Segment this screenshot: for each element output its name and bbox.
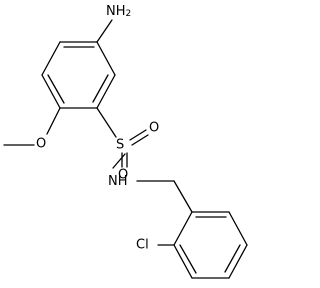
double-bond <box>47 74 65 104</box>
sulfonyl-oxygen-label: O <box>118 168 128 183</box>
double-bond <box>129 129 147 141</box>
upper-benzene-ring <box>41 41 116 109</box>
chlorine-label: Cl <box>136 238 149 253</box>
bond <box>173 244 193 279</box>
methoxy-group: O <box>3 107 61 152</box>
amino-nitrogen-label: NH2 <box>106 4 131 20</box>
bond <box>112 153 126 169</box>
double-bond <box>224 244 241 273</box>
bond <box>173 180 193 213</box>
lower-benzene-ring <box>173 211 248 279</box>
double-bond <box>131 134 149 146</box>
bond <box>228 211 248 246</box>
bond <box>173 211 193 246</box>
bond <box>96 74 116 109</box>
bond <box>41 41 61 76</box>
chloro-group: Cl <box>136 238 175 253</box>
structure-diagram: NH2 O S O O NH Cl <box>3 4 248 279</box>
sulfur-label: S <box>116 138 124 153</box>
methoxy-oxygen-label: O <box>36 137 46 152</box>
amide-group: NH <box>108 153 193 213</box>
amino-group: NH2 <box>96 4 131 43</box>
double-bond <box>92 74 109 103</box>
double-bond <box>179 244 197 274</box>
amide-nitrogen-label: NH <box>108 174 128 189</box>
sulfonyl-oxygen-label: O <box>149 121 159 136</box>
bond <box>96 41 116 76</box>
bond <box>96 107 117 138</box>
bond <box>96 19 113 43</box>
sulfonyl-group: S O O <box>96 107 159 183</box>
bond <box>41 74 61 109</box>
bond <box>46 107 61 135</box>
bond <box>228 244 248 279</box>
